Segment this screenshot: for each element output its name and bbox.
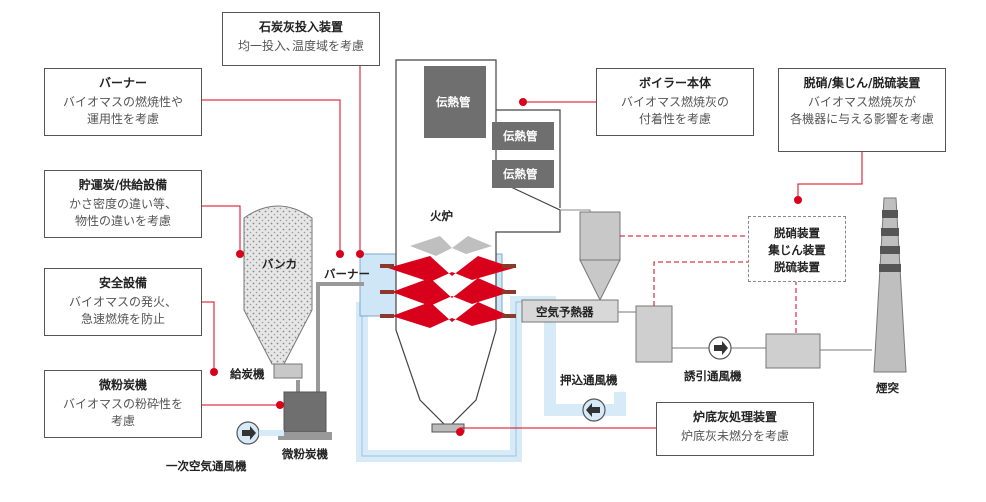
callout-coal-storage: 貯運炭/供給設備 かさ密度の違い等、 物性の違いを考慮 bbox=[44, 170, 202, 238]
callout-mill: 微粉炭機 バイオマスの粉砕性を 考慮 bbox=[44, 370, 202, 438]
callout-desc: バイオマスの発火、 急速燃焼を防止 bbox=[68, 295, 177, 326]
callout-title: バーナー bbox=[98, 76, 147, 90]
denox-label: 脱硝装置 bbox=[774, 226, 820, 240]
callout-bottom-ash: 炉底灰処理装置 炉底灰未燃分を考慮 bbox=[656, 402, 814, 456]
callout-desc: バイオマス燃焼灰が 各機器に与える影響を考慮 bbox=[790, 95, 934, 126]
induced-draft-fan-icon bbox=[708, 336, 732, 360]
callout-title: 石炭灰投入装置 bbox=[258, 20, 343, 34]
callout-title: 安全設備 bbox=[98, 276, 147, 290]
economizer bbox=[579, 211, 621, 261]
callout-title: 貯運炭/供給設備 bbox=[78, 178, 168, 192]
stack-label: 煙突 bbox=[876, 381, 899, 395]
dashed-leader-lines bbox=[620, 235, 797, 334]
callout-desc: 均一投入､温度域を考慮 bbox=[237, 39, 364, 53]
desulfurizer-label: 脱硫装置 bbox=[774, 260, 820, 274]
primary-fan-label: 一次空気通風機 bbox=[166, 459, 247, 473]
callout-ash-input: 石炭灰投入装置 均一投入､温度域を考慮 bbox=[222, 12, 380, 66]
callout-title: 脱硝/集じん/脱硫装置 bbox=[803, 76, 921, 90]
stack bbox=[873, 197, 907, 373]
callout-desc: バイオマス燃焼灰の 付着性を考慮 bbox=[620, 95, 729, 126]
dust-collector-label: 集じん装置 bbox=[768, 243, 826, 257]
electrostatic-precipitator bbox=[635, 305, 673, 363]
heat-transfer-label-3: 伝熱管 bbox=[503, 167, 538, 181]
burner-label: バーナー bbox=[324, 267, 370, 281]
heat-transfer-tube-1 bbox=[424, 66, 486, 138]
marker-dots bbox=[210, 98, 802, 436]
callout-denox: 脱硝/集じん/脱硫装置 バイオマス燃焼灰が 各機器に与える影響を考慮 bbox=[778, 68, 946, 152]
callout-desc: バイオマスの燃焼性や 運用性を考慮 bbox=[62, 95, 183, 126]
callout-desc: バイオマスの粉砕性を 考慮 bbox=[62, 397, 183, 428]
primary-air-fan-icon bbox=[236, 421, 260, 445]
callout-burner: バーナー バイオマスの燃焼性や 運用性を考慮 bbox=[44, 68, 202, 136]
denox-equipment-box: 脱硝装置 集じん装置 脱硫装置 bbox=[748, 216, 846, 282]
idf-label: 誘引通風機 bbox=[684, 369, 742, 383]
callout-desc: 炉底灰未燃分を考慮 bbox=[680, 429, 789, 443]
air-preheater bbox=[521, 299, 619, 323]
furnace-label: 火炉 bbox=[430, 209, 453, 223]
feeder-label: 給炭機 bbox=[230, 367, 265, 381]
heat-transfer-tube-2 bbox=[492, 122, 554, 150]
heat-transfer-label-1: 伝熱管 bbox=[436, 95, 471, 109]
callout-title: 微粉炭機 bbox=[98, 378, 147, 392]
desulfurizer bbox=[765, 333, 821, 369]
forced-draft-fan-icon bbox=[582, 398, 606, 422]
callout-title: ボイラー本体 bbox=[638, 76, 711, 90]
air-preheater-label: 空気予熱器 bbox=[536, 305, 594, 319]
bunker bbox=[243, 205, 313, 379]
mill-label: 微粉炭機 bbox=[282, 447, 328, 461]
heat-transfer-label-2: 伝熱管 bbox=[503, 129, 538, 143]
callout-safety: 安全設備 バイオマスの発火、 急速燃焼を防止 bbox=[44, 268, 202, 336]
callout-boiler: ボイラー本体 バイオマス燃焼灰の 付着性を考慮 bbox=[596, 68, 754, 136]
flame-icon bbox=[380, 236, 516, 328]
pulverizer bbox=[283, 391, 327, 433]
fdf-label: 押込通風機 bbox=[560, 373, 618, 387]
bunker-label: バンカ bbox=[262, 257, 298, 271]
callout-desc: かさ密度の違い等、 物性の違いを考慮 bbox=[68, 197, 177, 228]
callout-title: 炉底灰処理装置 bbox=[692, 410, 777, 424]
heat-transfer-tube-3 bbox=[492, 160, 554, 188]
